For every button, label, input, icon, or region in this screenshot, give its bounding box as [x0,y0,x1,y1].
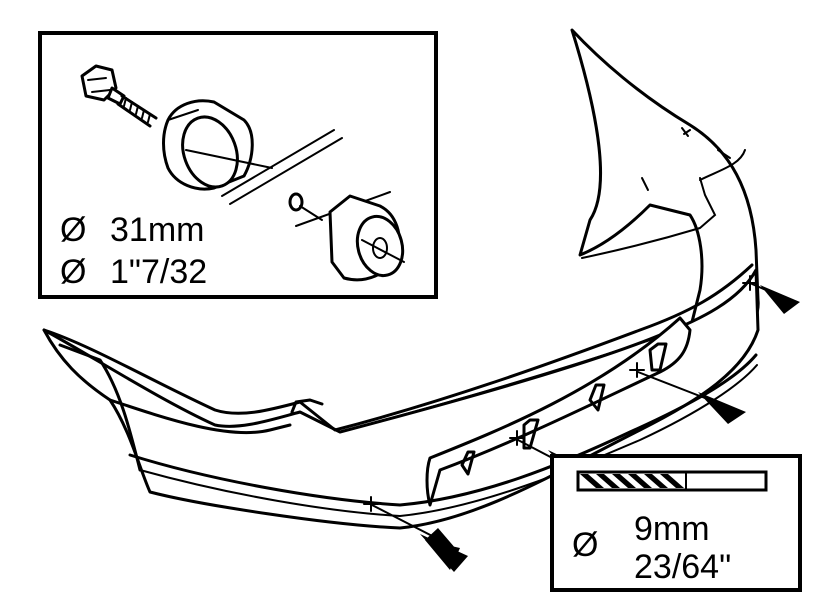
drill-bit-icon [576,470,768,492]
bumper-top-edge [42,263,754,432]
isolator-icon [288,191,405,282]
right-end-mark-2 [641,177,649,191]
bumper-right-recess-2 [699,149,746,181]
bumper-lower-crease [128,353,758,507]
bumper-top-inner-line [339,339,651,433]
arrow-left-drill [371,504,468,572]
drill-mark-left [363,496,379,512]
drill-mark-license [629,362,645,378]
bumper-right-recess [581,177,717,259]
guide-line-1 [221,129,335,197]
slot-4 [648,342,668,372]
arrow-license-drill [637,371,746,424]
drill-symbol: Ø [572,526,598,564]
hole-saw-symbol-1: Ø [60,211,86,249]
hole-saw-size-mm: 31mm [110,211,204,249]
bumper-lower-crease-2 [139,364,758,518]
right-end-mark-1 [681,127,691,137]
hole-saw-size-in: 1"7/32 [110,253,207,291]
left-clip-tab [290,398,324,414]
arrow-right-drill [751,283,800,314]
drill-mark-center [509,430,525,446]
bumper-left-step [108,398,292,435]
hole-saw-cylinder-icon [162,99,273,191]
hole-saw-symbol-2: Ø [60,253,86,291]
guide-line-2 [229,137,343,205]
drill-bit-inset: Ø 9mm 23/64" [550,454,802,592]
drill-mark-right [742,275,758,291]
license-plate-recess [425,316,692,507]
bumper-main-body [42,268,760,530]
slot-3 [588,383,606,412]
rear-bumper-cover [42,28,760,530]
slot-1 [460,450,476,476]
right-end-mark-3 [717,149,731,159]
hole-saw-inset: Ø 31mm Ø 1"7/32 [38,31,438,299]
drill-marks [363,275,758,512]
drill-size-in: 23/64" [634,548,731,586]
drill-size-mm: 9mm [634,510,710,548]
bolt-icon [80,64,158,128]
